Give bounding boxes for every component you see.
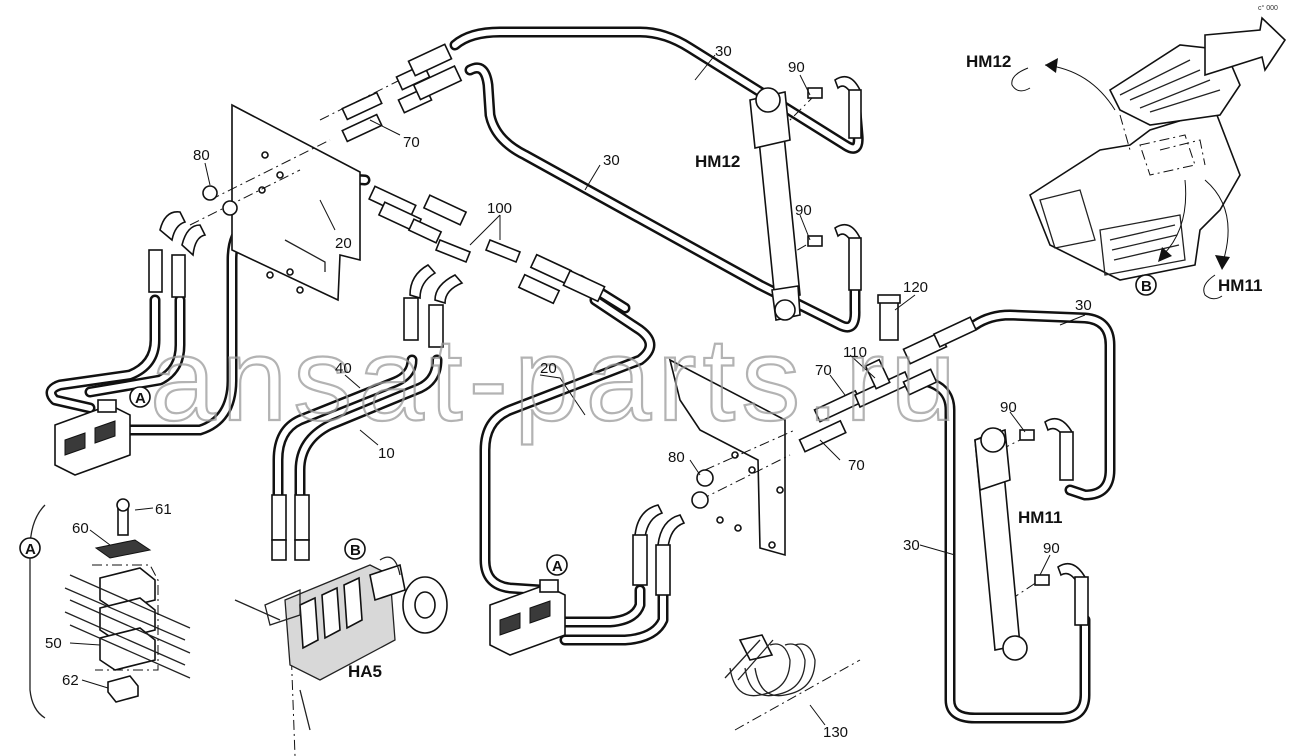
valve-block-ha5 — [234, 556, 448, 731]
leader-lines — [204, 54, 1086, 726]
callout-120: 120 — [903, 279, 928, 296]
callout-90: 90 — [1000, 399, 1017, 416]
label-hm12-overview: HM12 — [966, 52, 1011, 71]
callout-30: 30 — [715, 43, 732, 60]
marker-a: A — [552, 558, 563, 575]
callout-70: 70 — [815, 362, 832, 379]
fittings — [148, 43, 1089, 626]
label-hm11: HM11 — [1018, 508, 1062, 527]
cylinder-hm12 — [749, 87, 801, 321]
machine-overview — [1011, 16, 1287, 300]
marker-b-overview: B — [1141, 278, 1152, 295]
callout-90: 90 — [788, 59, 805, 76]
callout-20: 20 — [540, 360, 557, 377]
detail-markers: A A A B B — [19, 274, 1157, 576]
label-hm11-overview: HM11 — [1218, 276, 1262, 295]
callout-90: 90 — [795, 202, 812, 219]
callout-90: 90 — [1043, 540, 1060, 557]
label-ha5: HA5 — [348, 662, 382, 681]
callout-50: 50 — [45, 635, 62, 652]
callout-100: 100 — [487, 200, 512, 217]
callout-130: 130 — [823, 724, 848, 741]
detail-a-view — [29, 498, 191, 719]
hose-30-top — [449, 26, 864, 154]
watermark: ansat-parts.ru — [150, 314, 962, 446]
callout-70: 70 — [848, 457, 865, 474]
component-labels: HM12 HM11 HA5 HM12 HM11 — [348, 52, 1262, 681]
callout-10: 10 — [378, 445, 395, 462]
callout-110: 110 — [843, 344, 867, 361]
corner-code: c° 000 — [1258, 4, 1278, 12]
marker-a: A — [135, 390, 146, 407]
mounting-plate-left — [231, 103, 361, 302]
callout-80: 80 — [668, 449, 685, 466]
callout-80: 80 — [193, 147, 210, 164]
marker-a-detail: A — [25, 541, 36, 558]
callout-60: 60 — [72, 520, 89, 537]
cable-ties — [724, 634, 816, 697]
cylinder-hm11 — [974, 427, 1028, 661]
callout-62: 62 — [62, 672, 79, 689]
callout-30: 30 — [1075, 297, 1092, 314]
callout-numbers: 30 30 30 30 90 90 90 90 70 70 70 80 80 2… — [45, 43, 1092, 741]
callout-30: 30 — [903, 537, 920, 554]
callout-30: 30 — [603, 152, 620, 169]
callout-40: 40 — [335, 360, 352, 377]
callout-70: 70 — [403, 134, 420, 151]
clamp-a-left — [54, 399, 131, 476]
callout-61: 61 — [155, 501, 172, 518]
callout-20: 20 — [335, 235, 352, 252]
marker-b: B — [350, 542, 361, 559]
clamp-a-right — [489, 579, 566, 656]
mounting-plate-right — [668, 358, 786, 557]
label-hm12: HM12 — [695, 152, 740, 171]
